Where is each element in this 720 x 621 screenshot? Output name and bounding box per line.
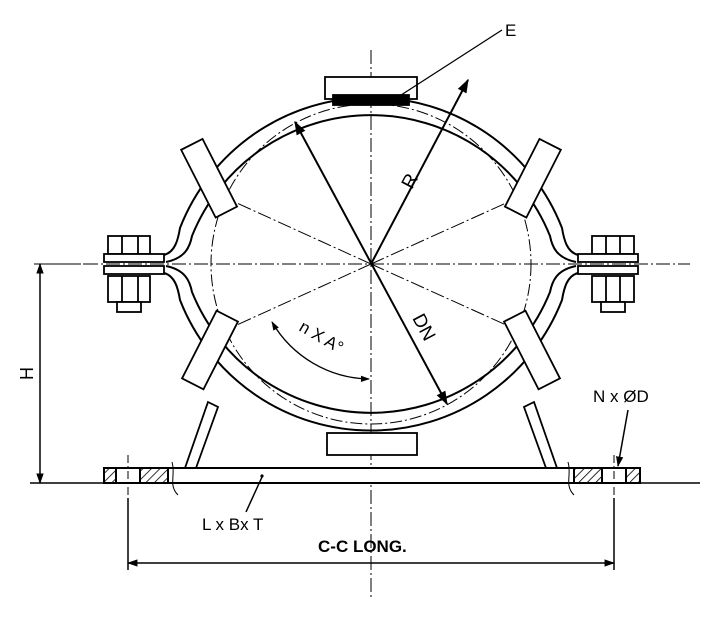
- dn-dimension-line: [294, 120, 448, 406]
- label-cc: C-C LONG.: [318, 537, 407, 556]
- left-bolt: [103, 235, 165, 313]
- dn-circle: [210, 103, 532, 425]
- label-hole: N x ØD: [593, 387, 649, 406]
- label-e: E: [505, 21, 516, 40]
- label-plate: L x Bx T: [202, 515, 263, 534]
- break-lines: [171, 461, 575, 496]
- liner-pads: [179, 76, 563, 456]
- label-angle: n X A°: [296, 317, 347, 357]
- e-leader: [397, 29, 503, 98]
- center-lines: [40, 50, 690, 600]
- hole-centerlines: [127, 455, 615, 500]
- h-dimension: [34, 262, 104, 485]
- plate-leader: [245, 476, 263, 513]
- cc-dimension: [126, 498, 616, 570]
- base-plate: [30, 467, 700, 484]
- label-h: H: [17, 367, 37, 380]
- hole-leader: [616, 409, 629, 468]
- angle-arc: [271, 321, 370, 383]
- r-dimension-line: [370, 78, 469, 265]
- right-bolt: [577, 235, 639, 313]
